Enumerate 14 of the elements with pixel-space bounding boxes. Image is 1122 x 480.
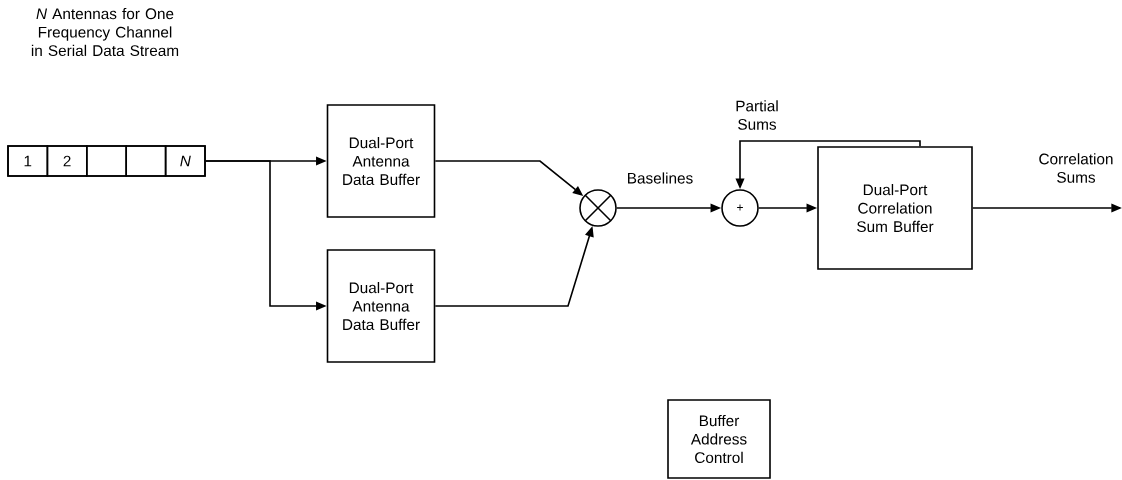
process-box: Buffer Address Control: [667, 399, 771, 479]
edge-label: Correlation Sums: [1039, 153, 1113, 183]
edge-label: Partial Sums: [736, 100, 778, 130]
register-cell: [125, 145, 167, 177]
register-cell: 1: [7, 145, 49, 177]
process-box: Dual-Port Antenna Data Buffer: [326, 104, 436, 218]
register-cell: [86, 145, 127, 177]
register-heading: N Antennas for One Frequency Channel in Serial Data Stream: [31, 8, 179, 57]
process-box: Dual-Port Antenna Data Buffer: [326, 249, 436, 363]
multiplier-circle: [579, 189, 617, 227]
register-cell: 2: [46, 145, 88, 177]
edge-label: Baselines: [628, 172, 693, 184]
process-box: Dual-Port Correlation Sum Buffer: [817, 146, 973, 270]
register-cell: N: [164, 145, 206, 177]
